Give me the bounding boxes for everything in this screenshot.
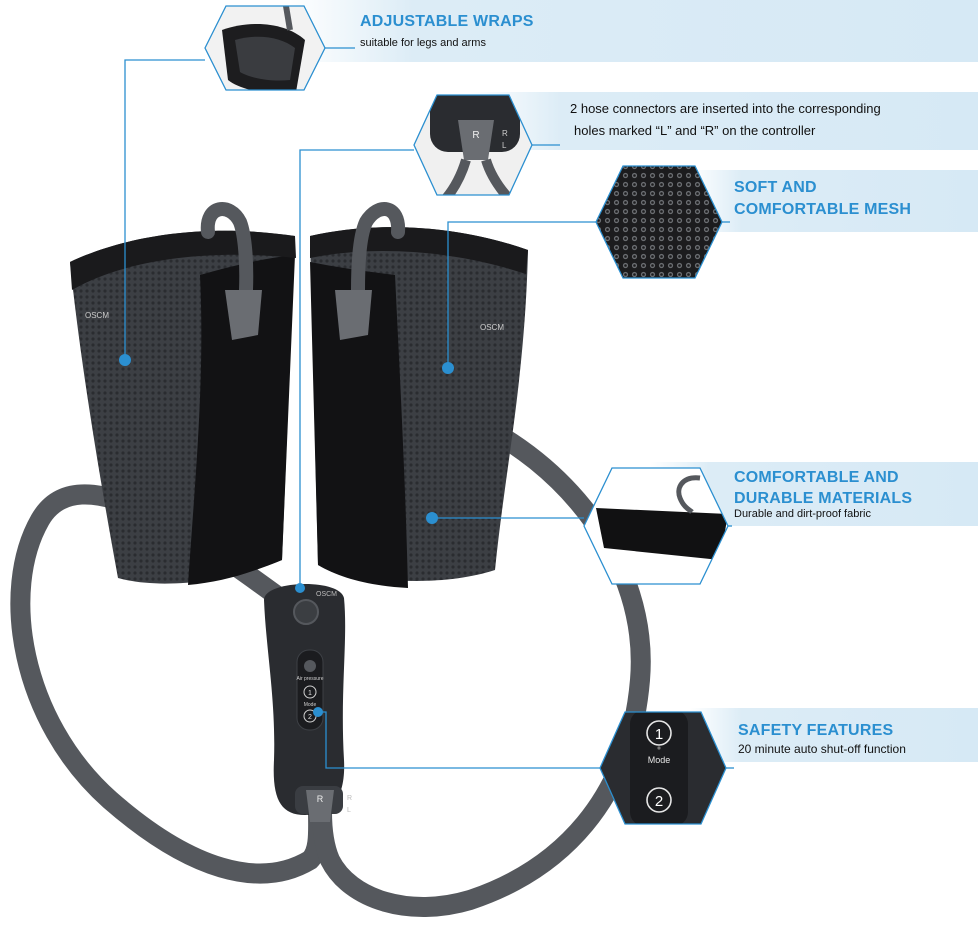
controller-logo: OSCM bbox=[316, 591, 337, 598]
air-pressure-button-icon[interactable] bbox=[304, 660, 316, 672]
safety-title: SAFETY FEATURES bbox=[738, 722, 894, 739]
hex-materials-image bbox=[584, 468, 728, 584]
safety-subtitle: 20 minute auto shut-off function bbox=[738, 742, 906, 756]
callout-band-mesh bbox=[690, 170, 978, 232]
right-wrap-logo: OSCM bbox=[480, 323, 504, 332]
left-wrap: OSCM bbox=[70, 202, 296, 585]
power-button-icon[interactable] bbox=[293, 599, 319, 625]
callout-band-hose bbox=[470, 92, 978, 150]
air-pressure-label: Air pressure bbox=[297, 676, 324, 682]
materials-title-line2: DURABLE MATERIALS bbox=[734, 490, 913, 507]
port-r-label: R bbox=[317, 794, 324, 804]
hose-connector-r: R bbox=[472, 130, 479, 141]
wraps-subtitle: suitable for legs and arms bbox=[360, 37, 486, 49]
callout-band-safety bbox=[690, 708, 978, 762]
leader-dots bbox=[119, 354, 454, 717]
left-wrap-logo: OSCM bbox=[85, 311, 109, 320]
safety-button-1-label: 1 bbox=[655, 726, 663, 743]
safety-mode-label: Mode bbox=[648, 755, 671, 765]
hex-hose-image: R R L bbox=[414, 95, 532, 195]
mode-2-label: 2 bbox=[308, 714, 312, 721]
mode-label: Mode bbox=[304, 702, 317, 708]
safety-button-2 bbox=[646, 787, 672, 813]
port-r-small: R bbox=[347, 795, 352, 802]
mode-1-label: 1 bbox=[308, 690, 312, 697]
hex-safety-image: 1 Mode 2 bbox=[600, 712, 726, 824]
safety-button-2-label: 2 bbox=[655, 793, 663, 810]
mesh-title-line2: COMFORTABLE MESH bbox=[734, 201, 912, 218]
hex-wraps-image bbox=[205, 6, 325, 90]
right-wrap: OSCM bbox=[310, 202, 528, 588]
materials-subtitle: Durable and dirt-proof fabric bbox=[734, 508, 871, 520]
mode-1-button[interactable] bbox=[303, 685, 317, 699]
mesh-title-line1: SOFT AND bbox=[734, 179, 817, 196]
hose-text-line2: holes marked “L” and “R” on the controll… bbox=[574, 123, 816, 138]
hose-connector-r-small: R bbox=[502, 129, 508, 138]
safety-button-1 bbox=[646, 720, 672, 746]
wraps-title: ADJUSTABLE WRAPS bbox=[360, 13, 534, 30]
hose-text-line1: 2 hose connectors are inserted into the … bbox=[570, 101, 881, 116]
hose-connector-l-small: L bbox=[502, 141, 507, 150]
callout-band-wraps bbox=[290, 0, 978, 62]
hex-mesh-image bbox=[596, 166, 722, 278]
controller: OSCM Air pressure 1 Mode 2 R R L bbox=[264, 583, 352, 822]
materials-title-line1: COMFORTABLE AND bbox=[734, 469, 899, 486]
port-l-small: L bbox=[347, 807, 351, 814]
